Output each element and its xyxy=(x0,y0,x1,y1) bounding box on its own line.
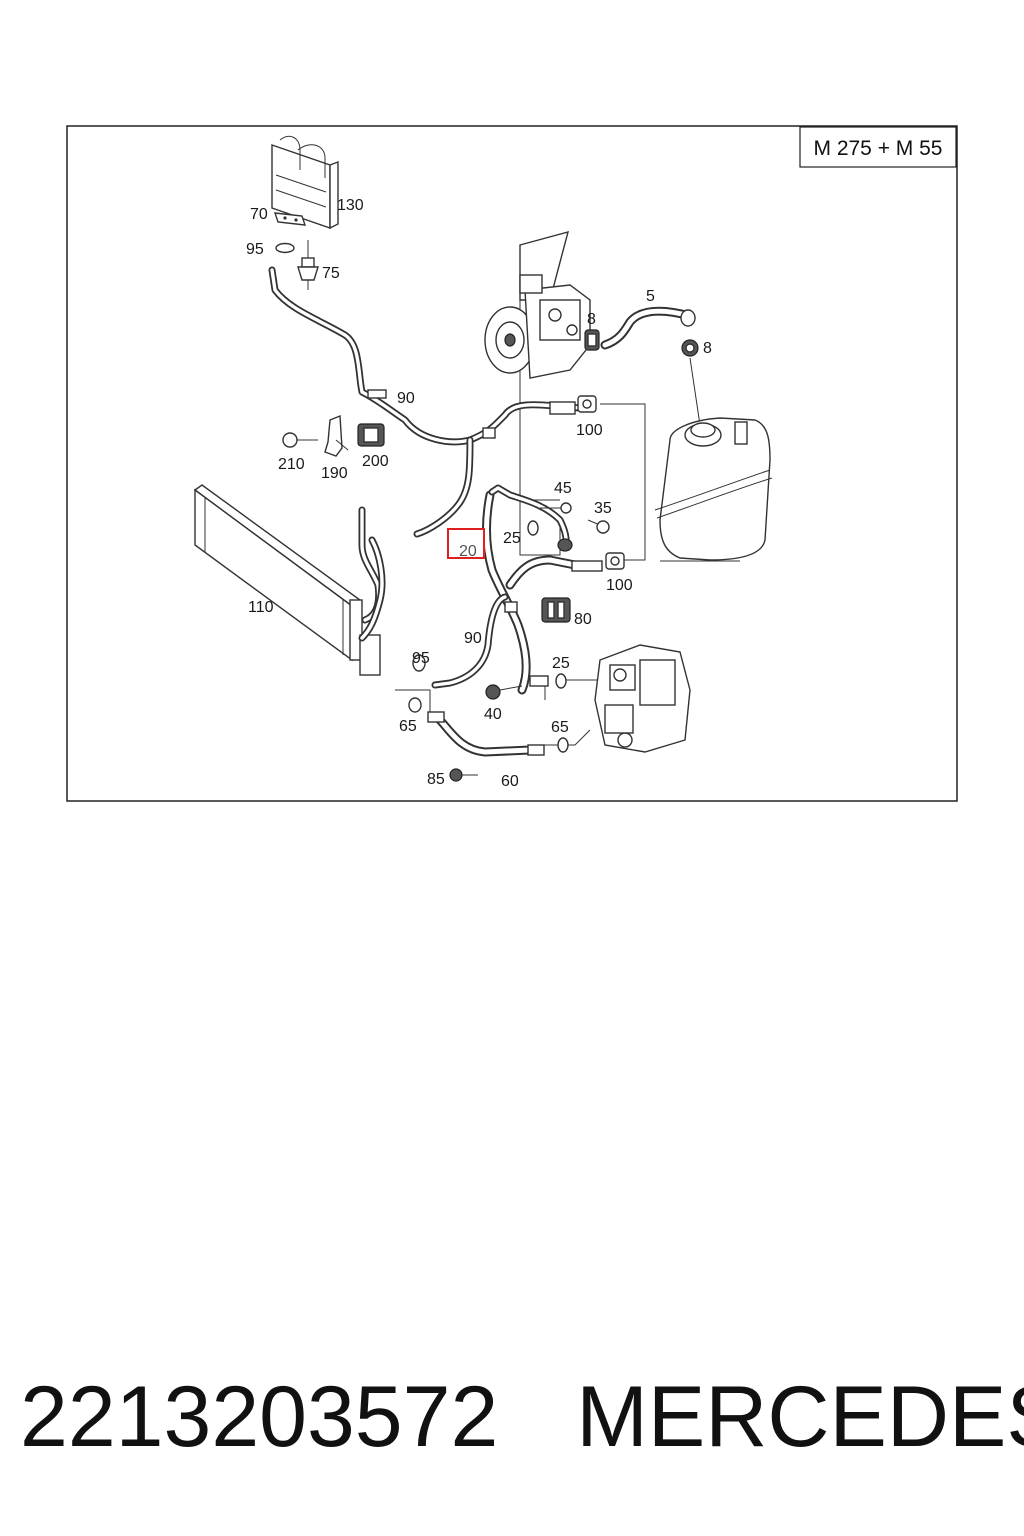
bolt-part-210 xyxy=(282,432,318,448)
highlight-box xyxy=(447,528,485,559)
callout-65-right: 65 xyxy=(551,719,569,736)
bolt-part-40 xyxy=(485,684,523,700)
highlighted-callout-20[interactable]: 20 xyxy=(447,528,485,560)
callout-130: 130 xyxy=(337,197,364,214)
diagram-frame xyxy=(66,125,958,802)
cooler-pipes xyxy=(358,506,386,642)
bolt-part-75 xyxy=(297,240,319,290)
clip-part-70 xyxy=(273,212,307,226)
clip-part-80 xyxy=(541,597,571,623)
power-steering-pump xyxy=(484,231,591,379)
callout-200: 200 xyxy=(362,453,389,470)
steering-gear xyxy=(594,644,691,753)
caption: 2213203572 MERCEDES xyxy=(20,1362,1024,1472)
part-number: 2213203572 xyxy=(20,1369,499,1465)
fluid-reservoir xyxy=(654,357,773,561)
bolt-part-35 xyxy=(587,519,610,534)
callout-190: 190 xyxy=(321,465,348,482)
callout-85: 85 xyxy=(427,771,445,788)
callout-8-right: 8 xyxy=(703,340,712,357)
callout-8-upper: 8 xyxy=(587,311,596,328)
callout-100-upper: 100 xyxy=(576,422,603,439)
callout-90-lower: 90 xyxy=(464,630,482,647)
grommet-part-200 xyxy=(357,423,385,447)
clamp-part-100-upper xyxy=(577,395,597,413)
callout-35: 35 xyxy=(594,500,612,517)
callout-95-lower: 95 xyxy=(412,650,430,667)
callout-40: 40 xyxy=(484,706,502,723)
callout-5: 5 xyxy=(646,288,655,305)
clamp-part-100-lower xyxy=(605,552,625,570)
return-pipe-part-90-lower xyxy=(431,593,509,689)
hose-clamp-part-8-upper xyxy=(584,329,600,351)
return-hose-to-reservoir xyxy=(505,555,603,590)
callout-20: 20 xyxy=(459,543,477,560)
bracket-part-190 xyxy=(324,414,349,457)
callout-65-left: 65 xyxy=(399,718,417,735)
callout-110: 110 xyxy=(248,599,274,616)
reservoir-bracket-part-130 xyxy=(271,135,339,230)
model-label-box xyxy=(799,126,957,168)
seal-part-65-left xyxy=(408,697,422,713)
brand-name: MERCEDES xyxy=(576,1369,1024,1465)
washer-part-25-upper xyxy=(527,520,539,536)
seal-part-95-lower xyxy=(412,654,426,672)
parts-diagram: M 275 + M 55 xyxy=(66,125,958,802)
hose-clamp-part-8-right xyxy=(681,339,699,357)
callout-75: 75 xyxy=(322,265,340,282)
oil-cooler-part-110 xyxy=(193,484,381,676)
model-label: M 275 + M 55 xyxy=(814,137,943,160)
bolt-part-45 xyxy=(540,502,572,514)
washer-part-25-lower xyxy=(555,673,567,689)
callout-60: 60 xyxy=(501,773,519,790)
callout-labels: 130 70 95 75 90 5 8 8 100 210 190 200 45… xyxy=(246,197,712,790)
fitting-lower xyxy=(529,675,549,687)
washer-part-95-top xyxy=(275,242,295,254)
callout-45: 45 xyxy=(554,480,572,497)
callout-90-upper: 90 xyxy=(397,390,415,407)
return-pipe-part-90 xyxy=(268,266,584,538)
callout-70: 70 xyxy=(250,206,268,223)
callout-25-lower: 25 xyxy=(552,655,570,672)
callout-25-upper: 25 xyxy=(503,530,521,547)
callout-95-top: 95 xyxy=(246,241,264,258)
bolt-part-85 xyxy=(449,768,478,782)
callout-80: 80 xyxy=(574,611,592,628)
suction-hose-part-5 xyxy=(600,306,696,350)
callout-210: 210 xyxy=(278,456,305,473)
hose-part-60 xyxy=(427,711,545,757)
seal-part-65-right xyxy=(557,737,569,753)
banjo-fitting-upper xyxy=(557,538,573,552)
callout-100-lower: 100 xyxy=(606,577,633,594)
